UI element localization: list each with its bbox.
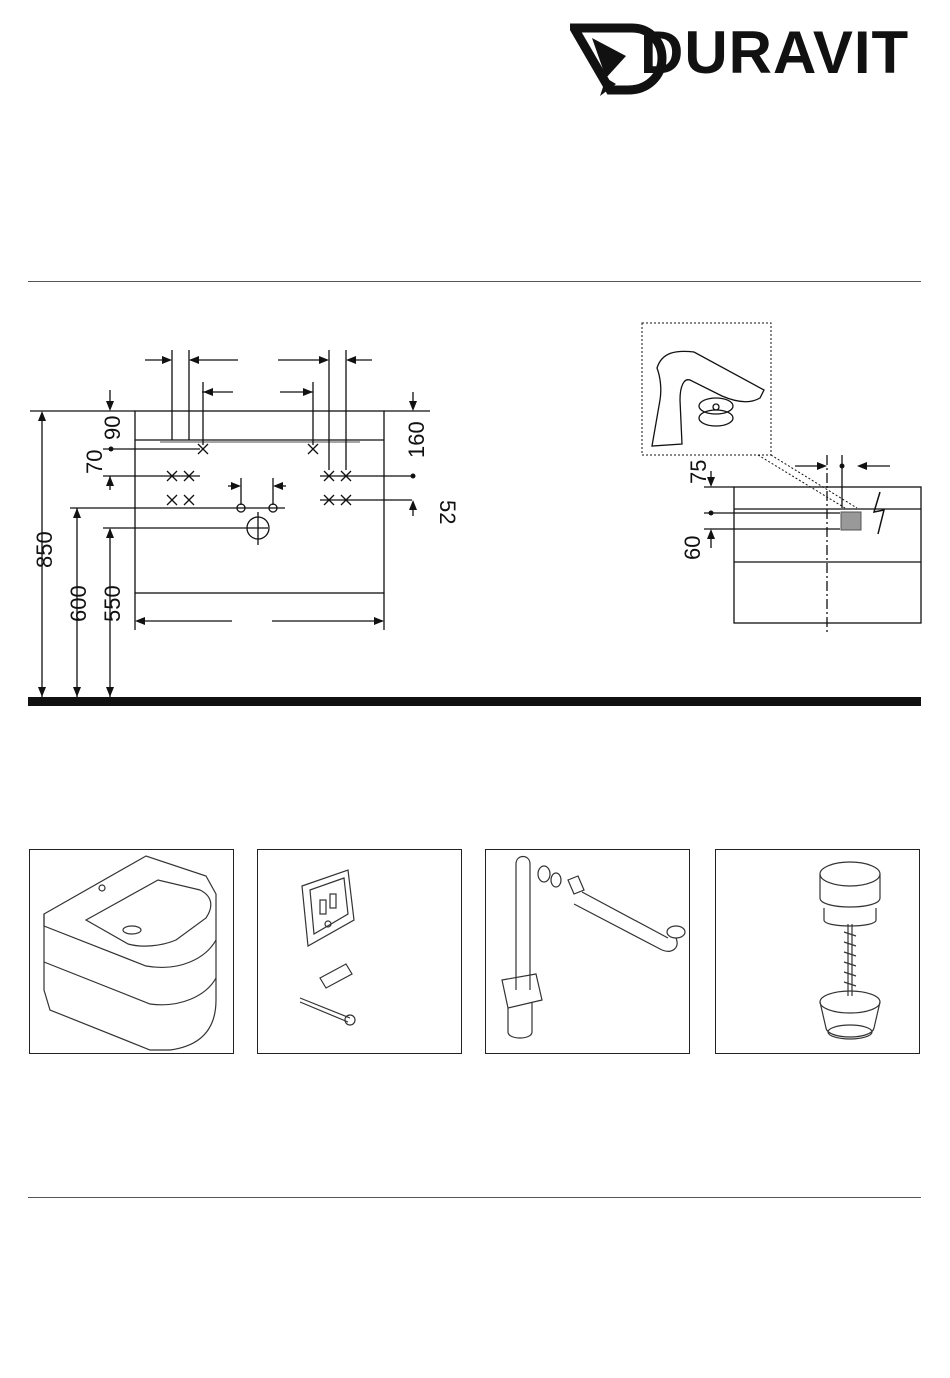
dim-70: 70 [82, 450, 107, 474]
wall-bracket-icon [258, 850, 463, 1055]
dim-600: 600 [66, 585, 91, 622]
component-siphon-set [485, 849, 690, 1054]
dim-52: 52 [435, 500, 460, 524]
dim-850: 850 [32, 531, 57, 568]
dim-550: 550 [100, 585, 125, 622]
dim-75: 75 [686, 460, 711, 484]
component-push-open-drain [715, 849, 920, 1054]
dim-160: 160 [404, 421, 429, 458]
bottom-divider [28, 1197, 921, 1198]
fixing-points [167, 444, 351, 505]
dim-90: 90 [100, 416, 125, 440]
side-view [642, 323, 921, 633]
electrical-icon [874, 492, 884, 534]
component-wall-bracket-set [257, 849, 462, 1054]
dim-60: 60 [680, 536, 705, 560]
electrical-socket [841, 512, 861, 530]
washbasin-unit-icon [30, 850, 235, 1055]
siphon-icon [486, 850, 691, 1055]
component-washbasin-unit [29, 849, 234, 1054]
dimension-dots [38, 356, 417, 697]
front-view [30, 350, 430, 697]
drain-plug-icon [716, 850, 921, 1055]
technical-drawing: 90 70 160 52 850 600 550 75 60 [0, 0, 950, 720]
